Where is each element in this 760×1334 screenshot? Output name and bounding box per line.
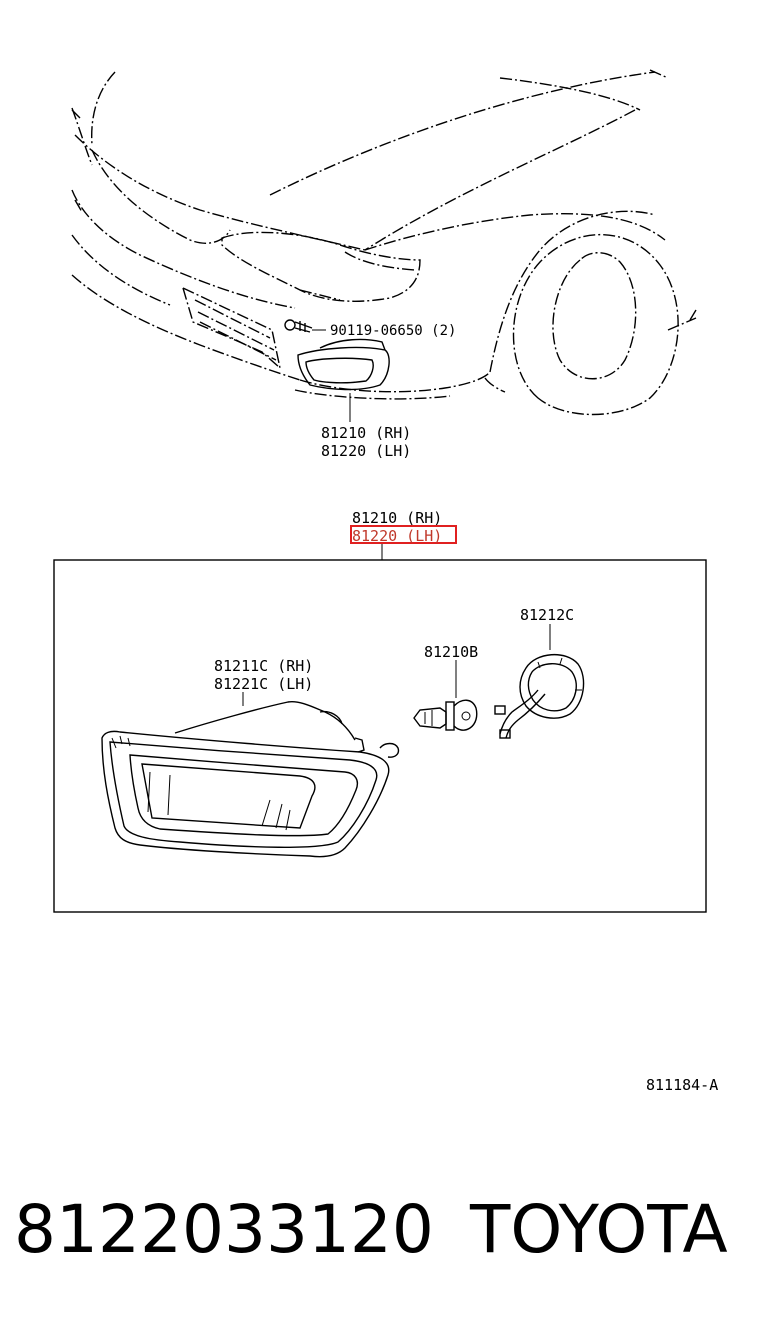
bulb-label: 81210B bbox=[424, 643, 478, 661]
brand-name: TOYOTA bbox=[470, 1191, 728, 1268]
car-assembly-lh-label: 81220 (LH) bbox=[321, 442, 411, 460]
fog-lamp-on-car bbox=[297, 338, 390, 391]
bulb-icon bbox=[413, 699, 478, 731]
lens-lh-label: 81221C (LH) bbox=[214, 675, 313, 693]
part-number: 8122033120 bbox=[14, 1191, 434, 1268]
detail-assembly-rh-label: 81210 (RH) bbox=[352, 509, 442, 527]
socket-icon bbox=[494, 653, 585, 739]
bolt-label: 90119-06650 (2) bbox=[330, 323, 456, 339]
lens-rh-label: 81211C (RH) bbox=[214, 657, 313, 675]
detail-frame bbox=[53, 559, 707, 913]
highlight-box bbox=[350, 525, 457, 544]
car-assembly-rh-label: 81210 (RH) bbox=[321, 424, 411, 442]
fog-lamp-housing bbox=[101, 700, 400, 858]
socket-label: 81212C bbox=[520, 606, 574, 624]
detail-assembly-lh-label: 81220 (LH) bbox=[352, 527, 442, 545]
car-front-illustration bbox=[71, 69, 697, 416]
diagram-code: 811184-A bbox=[646, 1076, 718, 1094]
bolt-icon bbox=[284, 319, 313, 333]
